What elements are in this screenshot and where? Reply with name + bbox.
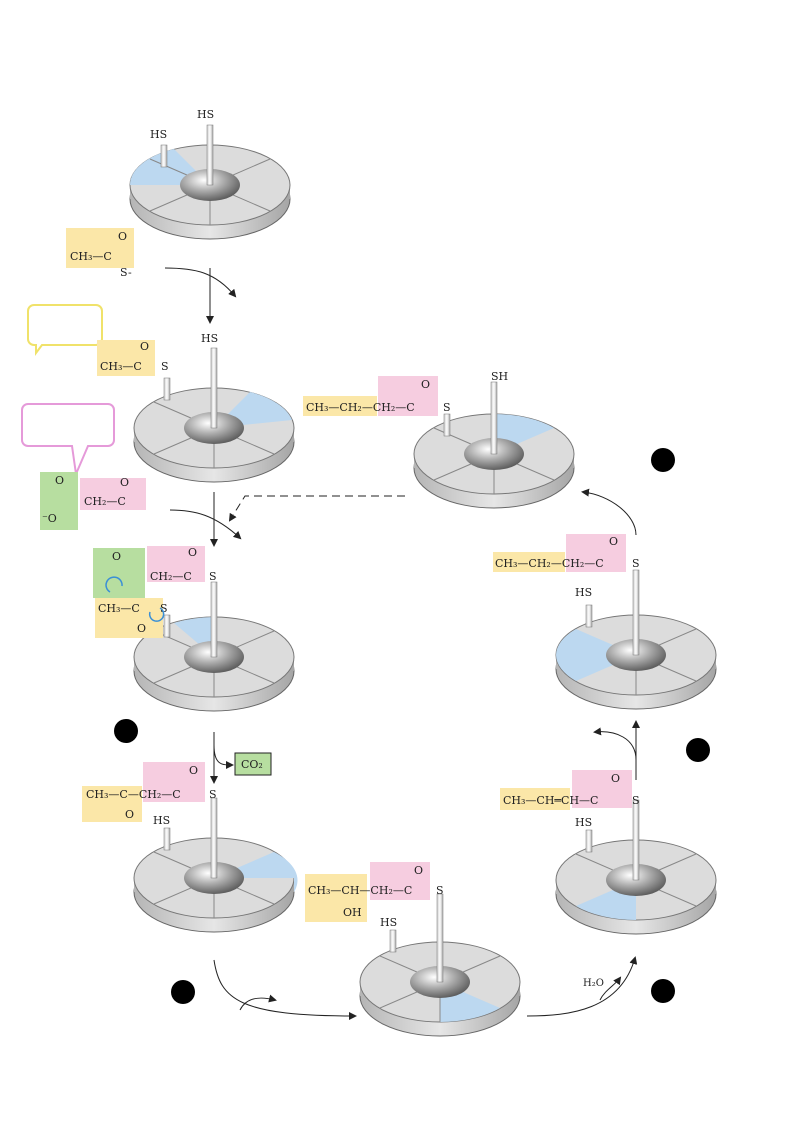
nadph-arrow-1: [239, 994, 277, 1011]
butyryl-right-s: S: [632, 557, 640, 570]
crotonyl-yellow: [500, 788, 570, 810]
condense-acetyl-s: S: [160, 602, 168, 615]
condense-o1: O: [112, 550, 121, 563]
malonyl-formula: CH₂—C: [84, 495, 126, 508]
acetyl-oxygen: O: [118, 230, 127, 243]
hs-label-disk5: HS: [380, 916, 397, 929]
malonyl-acyl-highlight: [80, 478, 146, 510]
step-arrow-5: [526, 956, 638, 1017]
acetyl-bound-formula: CH₃—C: [100, 360, 142, 373]
acetyl-bound-oxygen: O: [140, 340, 149, 353]
condense-carboxyl-highlight: [93, 548, 145, 598]
sh-label-disk8: SH: [491, 370, 508, 383]
hydroxy-s: S: [436, 884, 444, 897]
hydroxy-oh: OH: [343, 906, 362, 919]
active-site-blue: [214, 852, 298, 892]
co2-box: [234, 752, 272, 776]
butyryl-right-pink: [566, 534, 626, 572]
hs-label-disk1-top: HS: [197, 108, 214, 121]
hs-label-disk7: HS: [575, 586, 592, 599]
enzyme-disk-8: [413, 381, 575, 509]
butyryl-formula: CH₃—CH₂—CH₂—C: [306, 401, 415, 414]
butyryl-right-o: O: [609, 535, 618, 548]
callout-pink: [21, 403, 115, 478]
malonyl-o1: O: [55, 474, 64, 487]
butyryl-o: O: [421, 378, 430, 391]
malonyl-entry-arrow: [169, 509, 242, 540]
step-marker-reduction-1: [171, 980, 195, 1004]
enzyme-disk-2: [133, 347, 295, 483]
step-arrow-7: [581, 488, 637, 536]
acetoacetyl-o2: O: [189, 764, 198, 777]
crotonyl-o: O: [611, 772, 620, 785]
hs-label-disk2: HS: [201, 332, 218, 345]
acetyl-highlight: [66, 228, 134, 268]
malonyl-o2: O: [120, 476, 129, 489]
crotonyl-pink: [572, 770, 632, 808]
nadph-arrow-2: [593, 727, 637, 761]
acetoacetyl-s: S: [209, 788, 217, 801]
co2-release-arrow: [213, 744, 234, 769]
active-site-blue: [556, 629, 636, 681]
condense-s: S: [209, 570, 217, 583]
enzyme-disk-4: [133, 797, 298, 933]
malonyl-o-minus: ⁻O: [42, 512, 57, 525]
butyryl-right-formula: CH₃—CH₂—CH₂—C: [495, 557, 604, 570]
hydroxy-yellow: [305, 874, 367, 922]
electron-arrow-1: [105, 576, 123, 593]
hydroxy-pink: [370, 862, 430, 900]
co2-label: CO₂: [241, 758, 263, 771]
acetoacetyl-pink: [143, 762, 205, 802]
acetoacetyl-yellow: [82, 786, 142, 822]
condense-malonyl-formula: CH₂—C: [150, 570, 192, 583]
enzyme-disk-3: [133, 581, 295, 712]
malonyl-carboxyl-highlight: [40, 472, 78, 530]
condense-acetyl-formula: CH₃—C: [98, 602, 140, 615]
hydroxy-formula: CH₃—CH—CH₂—C: [308, 884, 412, 897]
acetyl-bound-s: S: [161, 360, 169, 373]
step-marker-condensation: [114, 719, 138, 743]
acetoacetyl-o1: O: [125, 808, 134, 821]
condense-acetyl-o: O: [137, 622, 146, 635]
h2o-label: H₂O: [583, 978, 604, 989]
step-marker-dehydration: [651, 979, 675, 1003]
acetyl-entry-arrow: [164, 267, 237, 298]
callout-yellow: [27, 304, 103, 356]
hs-label-disk4: HS: [153, 814, 170, 827]
hs-label-disk1-side: HS: [150, 128, 167, 141]
acetyl-formula: CH₃—C: [70, 250, 112, 263]
butyryl-right-yellow: [493, 552, 565, 572]
hydroxy-o: O: [414, 864, 423, 877]
enzyme-disk-5: [359, 893, 521, 1037]
step-marker-transfer: [651, 448, 675, 472]
recycle-dashed-arrow: [228, 495, 405, 522]
acetyl-s-minus: S-: [120, 266, 132, 279]
enzyme-disk-1: [129, 124, 291, 240]
h2o-release-arrow: [599, 976, 622, 1001]
butyryl-yellow: [303, 396, 377, 416]
electron-arrow-2: [148, 607, 165, 622]
step-arrow-4: [213, 959, 357, 1020]
condense-acyl-highlight: [147, 546, 205, 582]
butyryl-s: S: [443, 401, 451, 414]
enzyme-disk-6: [555, 799, 717, 935]
condense-o2: O: [188, 546, 197, 559]
enzyme-disk-7: [555, 569, 717, 710]
acetyl-bound-highlight: [97, 340, 155, 376]
acetoacetyl-formula: CH₃—C—CH₂—C: [86, 788, 181, 801]
butyryl-pink: [378, 376, 438, 416]
crotonyl-formula: CH₃—CH═CH—C: [503, 794, 598, 807]
hs-label-disk6: HS: [575, 816, 592, 829]
crotonyl-s: S: [632, 794, 640, 807]
step-marker-reduction-2: [686, 738, 710, 762]
